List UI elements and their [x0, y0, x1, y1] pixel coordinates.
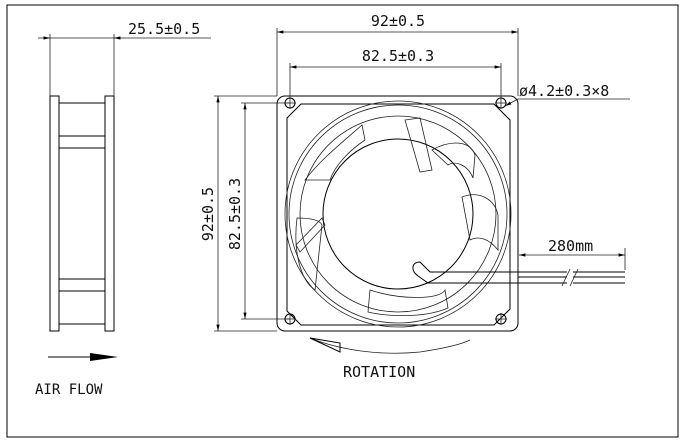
fan-blade: [431, 142, 476, 179]
airflow-label: AIR FLOW: [35, 382, 103, 398]
side-view: [38, 34, 211, 332]
fan-strut: [404, 117, 433, 173]
width-dimension: 92±0.5: [371, 12, 425, 30]
hole-pitch-horizontal-dimension: 82.5±0.3: [362, 47, 434, 65]
fan-hub: [322, 138, 474, 290]
cable: [518, 271, 625, 284]
depth-dimension: 25.5±0.5: [128, 20, 200, 38]
fan-strut: [295, 217, 326, 253]
rotation-label: ROTATION: [343, 363, 415, 381]
airflow-arrow-icon: [48, 353, 118, 361]
fan-blade: [461, 194, 499, 252]
rotation-arc-icon: [309, 337, 471, 354]
fan-frame: [276, 95, 519, 332]
fan-blade: [367, 288, 449, 317]
cable-length-dimension: 280mm: [548, 237, 593, 255]
fan-blade: [304, 124, 366, 181]
cable-exit: [412, 261, 519, 284]
front-view: [214, 28, 630, 354]
mounting-holes: [284, 97, 507, 325]
drawing-border: [6, 4, 679, 438]
height-dimension: 92±0.5: [199, 187, 217, 241]
hole-pitch-vertical-dimension: 82.5±0.3: [226, 178, 244, 250]
hole-dimension: ø4.2±0.3×8: [519, 82, 609, 100]
